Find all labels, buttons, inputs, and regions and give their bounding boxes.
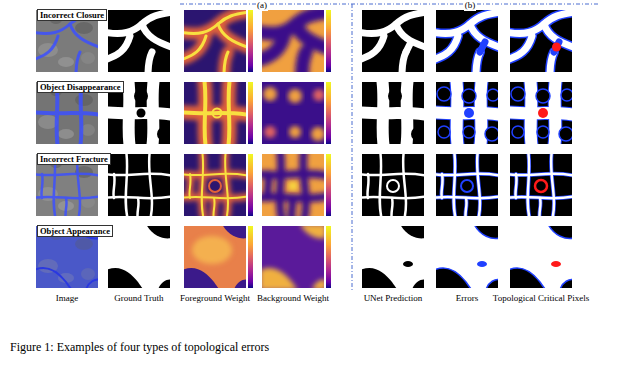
column-label: Foreground Weight (179, 293, 251, 304)
column-label: Topological Critical Pixels (492, 293, 590, 304)
row-label-box: Object Appearance (37, 225, 113, 237)
panel-letter: (a) (256, 0, 268, 11)
column-label: Background Weight (256, 293, 330, 304)
row-label: Object Disappearance (40, 82, 121, 92)
column-label: Image (55, 293, 80, 304)
row-label: Incorrect Fracture (40, 154, 108, 164)
panel-letter: (b) (464, 0, 477, 11)
row-label-box: Incorrect Closure (37, 9, 107, 21)
column-label: UNet Prediction (363, 293, 424, 304)
column-label: Ground Truth (113, 293, 164, 304)
row-label-box: Incorrect Fracture (37, 153, 111, 165)
column-label: Errors (455, 293, 480, 304)
figure-caption: Figure 1: Examples of four types of topo… (10, 340, 269, 354)
row-label: Object Appearance (40, 226, 110, 236)
row-label: Incorrect Closure (40, 10, 104, 20)
row-label-box: Object Disappearance (37, 81, 124, 93)
